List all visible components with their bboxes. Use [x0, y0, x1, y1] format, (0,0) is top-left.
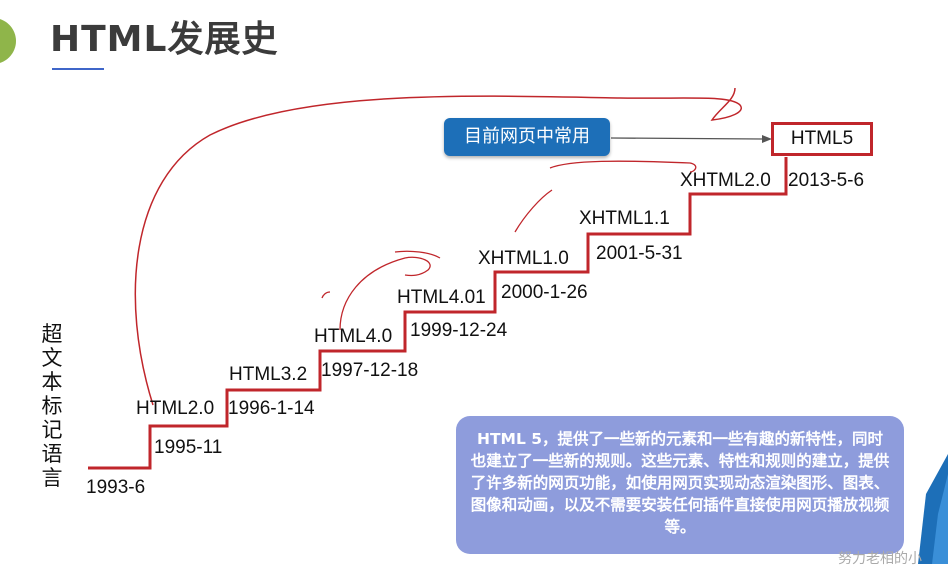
vertical-label-char: 标 [41, 394, 63, 418]
page-title: HTML发展史 [50, 19, 279, 60]
date-label-xhtml11: 2001-5-31 [596, 243, 683, 264]
callout-arrow-line [610, 137, 765, 140]
vertical-label-char: 文 [41, 346, 63, 370]
version-label-xhtml11: XHTML1.1 [579, 208, 670, 229]
handdrawn-stroke-2 [514, 160, 697, 233]
handdrawn-stroke-1 [321, 250, 441, 331]
info-text: HTML 5，提供了一些新的元素和一些有趣的新特性，同时也建立了一些新的规则。这… [470, 430, 890, 536]
date-label-html40: 1997-12-18 [321, 360, 419, 381]
date-label-1993: 1993-6 [86, 477, 146, 498]
vertical-label-char: 语 [41, 442, 63, 466]
date-label-xhtml20: 2013-5-6 [788, 170, 865, 191]
info-box-html5: HTML 5，提供了一些新的元素和一些有趣的新特性，同时也建立了一些新的规则。这… [456, 416, 904, 554]
version-label-xhtml10: XHTML1.0 [478, 248, 569, 269]
version-label-html401: HTML4.01 [397, 287, 486, 308]
vertical-label-char: 本 [41, 370, 63, 394]
title-bullet-circle [0, 18, 16, 64]
version-label-html5: HTML5 [771, 122, 873, 156]
handdrawn-arc-main [134, 87, 743, 406]
vertical-label-char: 超 [41, 322, 63, 346]
staircase-line [88, 157, 788, 470]
date-label-html401: 1999-12-24 [410, 320, 508, 341]
callout-common-use: 目前网页中常用 [444, 118, 610, 156]
date-label-html2: 1996-1-14 [228, 398, 315, 419]
title-underline [52, 68, 104, 70]
version-label-html32: HTML3.2 [229, 364, 308, 385]
vertical-label-char: 记 [41, 418, 63, 442]
callout-arrowhead [762, 135, 772, 143]
corner-decoration [918, 454, 948, 564]
version-label-html40: HTML4.0 [314, 326, 393, 347]
version-label-html2: HTML2.0 [136, 398, 215, 419]
vertical-label-char: 言 [41, 466, 63, 490]
watermark: 努力老相的小 [838, 551, 922, 567]
vertical-label: 超文本标记语言 [40, 322, 64, 490]
version-label-xhtml20: XHTML2.0 [680, 170, 771, 191]
date-label-xhtml10: 2000-1-26 [501, 282, 588, 303]
date-label-1995: 1995-11 [154, 437, 223, 458]
